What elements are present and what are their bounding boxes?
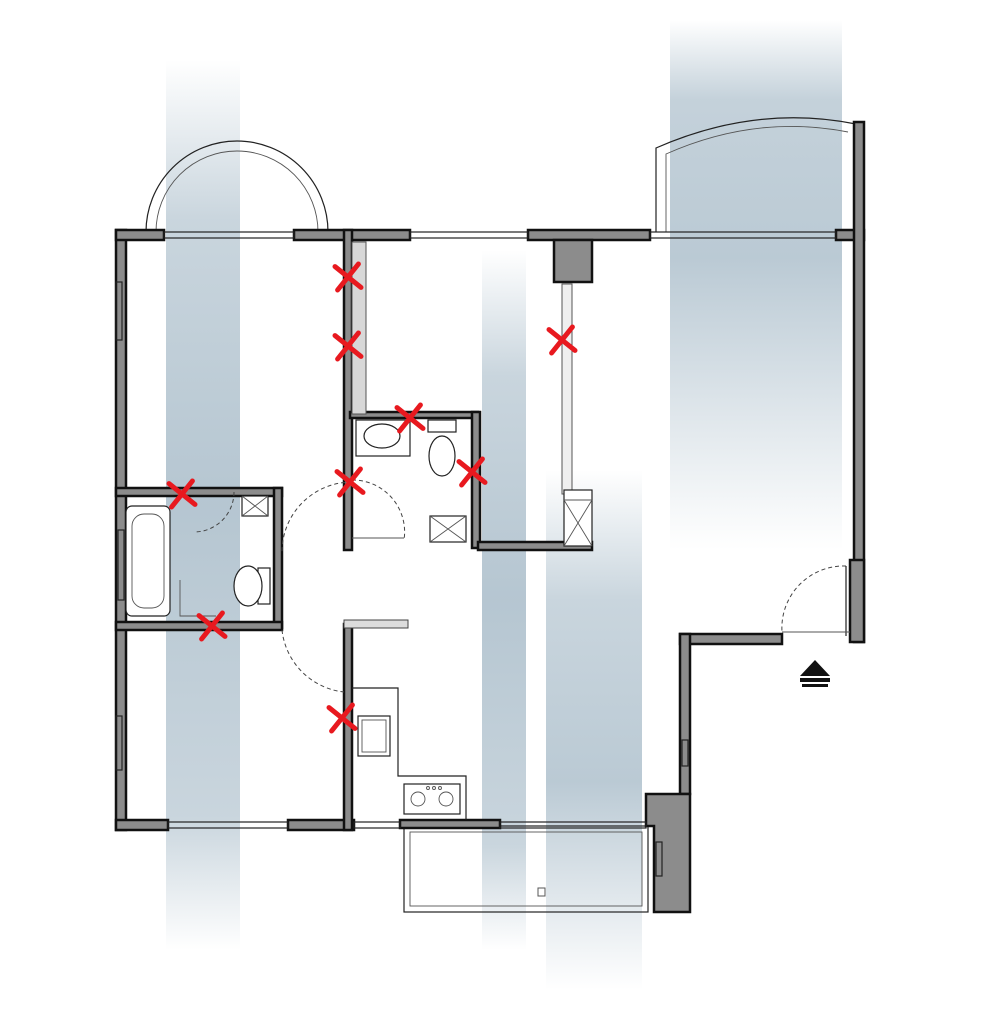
toilet-bowl-2 xyxy=(428,435,456,477)
light-beam-northeast xyxy=(670,20,842,550)
light-beam-central xyxy=(482,250,526,950)
red-x-icon xyxy=(166,478,198,510)
burner-right xyxy=(438,791,454,807)
red-x-icon xyxy=(332,261,364,293)
red-x-icon xyxy=(456,456,488,488)
light-beam-west xyxy=(166,60,240,950)
red-x-icon xyxy=(332,330,364,362)
stove xyxy=(403,783,461,815)
red-x-icon xyxy=(546,324,578,356)
kitchen xyxy=(352,687,467,820)
doors xyxy=(193,479,850,693)
removal-marks xyxy=(166,261,578,734)
toilet-tank-2 xyxy=(427,419,457,433)
drain-icon xyxy=(537,887,546,897)
kitchen-sink xyxy=(357,715,391,757)
up-arrow-icon xyxy=(800,660,830,687)
burner-left xyxy=(410,791,426,807)
light-beams xyxy=(166,20,842,990)
red-x-icon xyxy=(196,610,228,642)
balcony-south xyxy=(403,825,649,913)
windows xyxy=(115,231,837,877)
toilet-bowl xyxy=(233,565,263,607)
washbasin xyxy=(363,423,401,449)
bathroom-west xyxy=(125,495,271,617)
bathroom-central xyxy=(355,419,467,543)
bathtub xyxy=(125,505,171,617)
red-x-icon xyxy=(394,402,426,434)
red-x-icon xyxy=(334,466,366,498)
storage-cabinet xyxy=(563,489,593,547)
light-beam-south xyxy=(546,470,642,990)
red-x-icon xyxy=(326,702,358,734)
bay-window-northeast xyxy=(655,117,857,232)
bay-window-west xyxy=(145,140,329,233)
